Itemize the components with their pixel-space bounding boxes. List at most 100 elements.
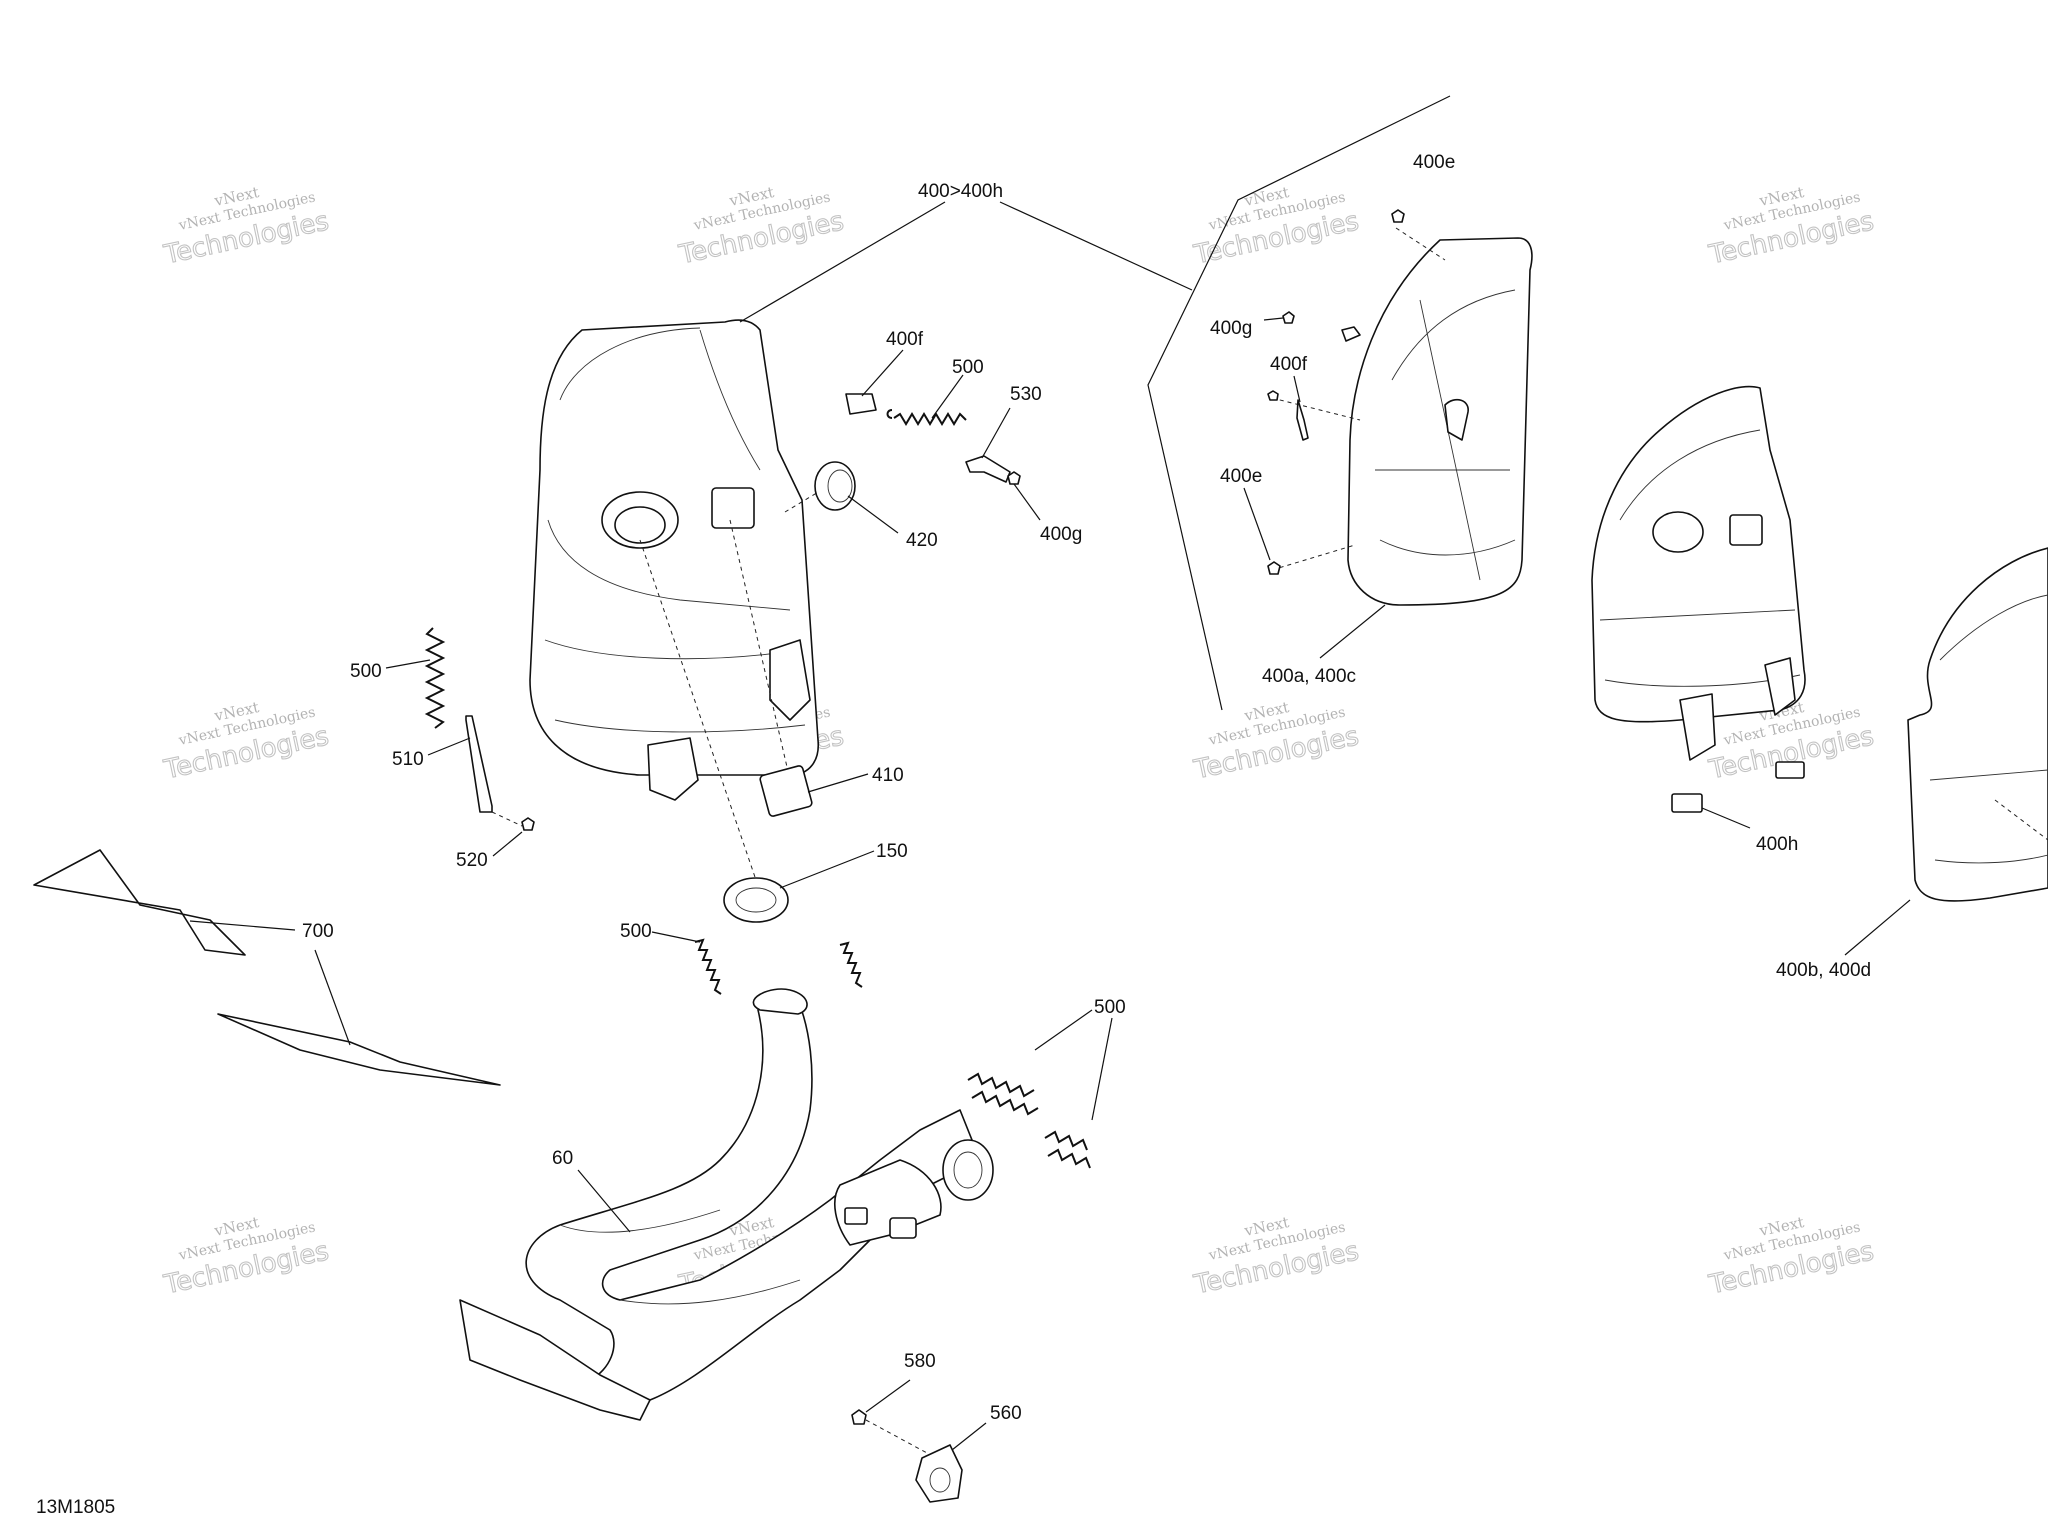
screw-400g [1007, 471, 1021, 485]
callout-150: 150 [876, 841, 908, 862]
callout-500-right: 500 [1094, 997, 1126, 1018]
callout-700: 700 [302, 921, 334, 942]
pad-400h-b [1775, 761, 1805, 779]
leader-520 [492, 831, 523, 857]
leader-400g-left [1013, 483, 1041, 521]
leader-400f-left [861, 349, 904, 397]
watermark: vNext vNext Technologies Technologies [160, 698, 332, 786]
diagram-code: 13M1805 [36, 1497, 115, 1518]
leader-400-400h-b [999, 201, 1193, 291]
watermark: vNext vNext Technologies Technologies [1705, 183, 1877, 271]
watermark: vNext vNext Technologies Technologies [160, 183, 332, 271]
callout-530: 530 [1010, 384, 1042, 405]
heat-shield-700-upper [33, 849, 246, 956]
spring-500-mid-b [839, 941, 863, 988]
leader-150 [779, 850, 875, 889]
muffler-cover-400b [1907, 547, 2048, 902]
leader-400e-mid [1243, 487, 1271, 561]
callout-60: 60 [552, 1148, 573, 1169]
watermark: vNext vNext Technologies Technologies [1190, 183, 1362, 271]
leader-400g-right [1263, 317, 1284, 321]
pad-400h [1671, 793, 1703, 813]
leader-400a-400c [1319, 604, 1386, 659]
assembly-line [865, 1419, 941, 1461]
assembly-line [1395, 227, 1446, 261]
bracket-530 [965, 455, 1011, 483]
spring-500-mid [694, 938, 722, 995]
spring-500-top [886, 409, 967, 426]
callout-400g-right: 400g [1210, 318, 1252, 339]
leader-510 [427, 737, 471, 756]
spring-500-right [967, 1072, 1091, 1169]
callout-400e-mid: 400e [1220, 466, 1262, 487]
gasket-410 [759, 765, 813, 817]
callout-500-mid: 500 [620, 921, 652, 942]
leader-400f-right [1293, 375, 1301, 403]
leader-400h [1701, 807, 1751, 829]
bracket-510 [465, 715, 493, 813]
callout-510: 510 [392, 749, 424, 770]
heat-shield-700-lower [217, 1013, 501, 1086]
leader-560 [951, 1422, 987, 1451]
leader-400b-400d [1844, 899, 1911, 956]
callout-400h: 400h [1756, 834, 1798, 855]
callout-560: 560 [990, 1403, 1022, 1424]
detail-bracket-line [1147, 95, 1451, 711]
muffler-main [529, 319, 819, 801]
screw-400g-lower [1267, 390, 1279, 401]
leader-60 [577, 1169, 631, 1233]
callout-580: 580 [904, 1351, 936, 1372]
callout-520: 520 [456, 850, 488, 871]
header-pipe-60 [459, 988, 994, 1421]
watermark: vNext vNext Technologies Technologies [1190, 1213, 1362, 1301]
callout-400-400h: 400>400h [918, 181, 1003, 202]
leader-500-mid [651, 931, 701, 943]
callout-400g-left: 400g [1040, 524, 1082, 545]
clip-400f-right [1341, 326, 1361, 342]
leader-410 [807, 773, 869, 793]
callout-410: 410 [872, 765, 904, 786]
watermark: vNext vNext Technologies Technologies [1190, 698, 1362, 786]
mount-560 [915, 1444, 963, 1503]
screw-580 [851, 1409, 867, 1425]
leader-400-400h-a [739, 201, 946, 323]
bracket-400f-right [1296, 399, 1309, 441]
callout-400b-400d: 400b, 400d [1776, 960, 1871, 981]
leader-580 [865, 1379, 911, 1413]
callout-500-left: 500 [350, 661, 382, 682]
screw-400g-right [1282, 311, 1295, 324]
callout-400f-right: 400f [1270, 354, 1308, 375]
screw-520 [521, 817, 535, 831]
callout-420: 420 [906, 530, 938, 551]
callout-400e-top: 400e [1413, 152, 1455, 173]
assembly-line [1271, 544, 1356, 571]
leader-700-b [314, 949, 351, 1046]
callout-400f-left: 400f [886, 329, 924, 350]
leader-530 [981, 407, 1011, 459]
leader-500-left [385, 659, 431, 669]
assembly-line [491, 811, 523, 827]
watermark: vNext vNext Technologies Technologies [1705, 1213, 1877, 1301]
ring-150 [723, 877, 789, 923]
watermark-grid: vNext vNext Technologies Technologies vN… [160, 183, 1877, 1301]
leader-500-right-b [1091, 1017, 1113, 1121]
clip-400f [845, 393, 877, 415]
muffler-far-right [1591, 385, 1806, 761]
assembly-line [1271, 397, 1361, 421]
leader-420 [847, 495, 899, 534]
assembly-line [1994, 799, 2048, 841]
callout-400a-400c: 400a, 400c [1262, 666, 1356, 687]
leader-500-right-a [1034, 1009, 1093, 1051]
watermark: vNext vNext Technologies Technologies [160, 1213, 332, 1301]
grommet-420 [814, 461, 856, 511]
assembly-line [639, 539, 757, 881]
leader-700-a [189, 920, 296, 931]
screw-400e-mid [1267, 561, 1281, 575]
muffler-cover-400a [1347, 237, 1533, 606]
callout-500-top: 500 [952, 357, 984, 378]
watermark: vNext vNext Technologies Technologies [675, 183, 847, 271]
screw-400e-top [1391, 209, 1405, 223]
spring-500-left [424, 627, 446, 729]
leader-500-top [931, 374, 964, 419]
